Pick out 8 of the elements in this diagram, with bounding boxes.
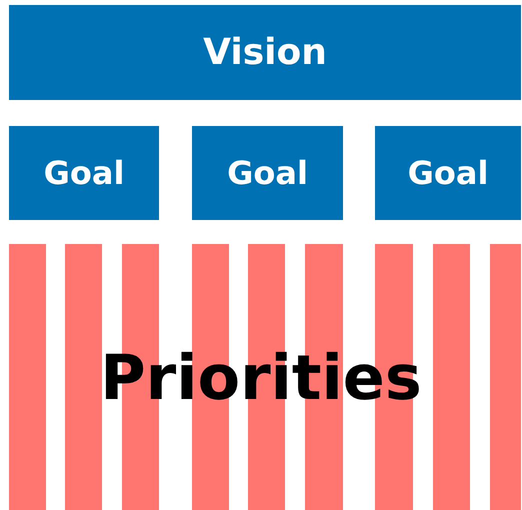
goal-box: Goal xyxy=(9,126,159,220)
column-bar xyxy=(433,244,470,510)
column-bar xyxy=(65,244,102,510)
goal-box: Goal xyxy=(375,126,521,220)
column-bar xyxy=(9,244,46,510)
column-bar xyxy=(490,244,521,510)
goal-box: Goal xyxy=(192,126,343,220)
heading-box: Vision xyxy=(9,5,521,100)
